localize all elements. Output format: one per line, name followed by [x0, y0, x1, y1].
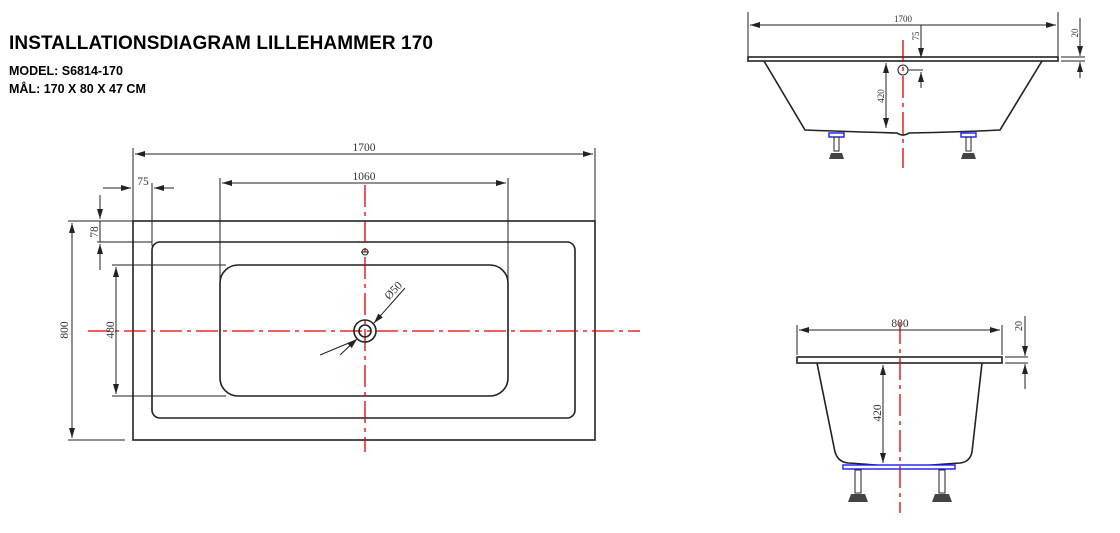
- rim-thickness-dimension: 20: [1070, 28, 1080, 38]
- basin-length-dimension: 1060: [353, 171, 376, 183]
- length-dimension: 1700: [894, 14, 913, 24]
- width-dimension: 800: [891, 318, 909, 330]
- drain-inner: [358, 324, 372, 338]
- rim-offset-y-dimension: 78: [89, 226, 101, 238]
- length-dimension: 1700: [353, 142, 376, 154]
- overflow-height-dimension: 75: [911, 31, 921, 41]
- foot-left: [829, 153, 844, 159]
- depth-dimension: 420: [872, 404, 884, 422]
- side-view-long: 1700 75 420 20: [747, 12, 1085, 168]
- leg-right: [965, 136, 972, 152]
- side-view-short: 800 420 20: [796, 316, 1028, 513]
- drain-outer: [353, 319, 377, 343]
- width-dimension: 800: [59, 321, 71, 339]
- basin-width-dimension: 480: [105, 321, 117, 339]
- support-frame: [842, 464, 956, 470]
- dimensions-label: MÅL: 170 X 80 X 47 CM: [9, 82, 146, 96]
- tub-body: [763, 60, 1043, 136]
- basin-outline: [219, 264, 509, 397]
- page-title: INSTALLATIONSDIAGRAM LILLEHAMMER 170: [9, 33, 434, 54]
- rim-inner-outline: [151, 241, 576, 419]
- rim-thickness-dimension: 20: [1014, 321, 1025, 331]
- leg-right: [938, 469, 946, 494]
- foot-right: [961, 153, 976, 159]
- rim-offset-x-dimension: 75: [137, 176, 149, 188]
- foot-left: [848, 494, 868, 502]
- foot-right: [932, 494, 952, 502]
- support-right: [960, 132, 977, 138]
- top-view: 1700 1060 75 78 800 480 Ø50: [59, 142, 640, 452]
- support-left: [828, 132, 845, 138]
- drain-diameter-dimension: Ø50: [383, 279, 405, 302]
- depth-dimension: 420: [876, 89, 886, 103]
- leg-left: [833, 136, 840, 152]
- leg-left: [854, 469, 862, 494]
- model-label: MODEL: S6814-170: [9, 64, 123, 78]
